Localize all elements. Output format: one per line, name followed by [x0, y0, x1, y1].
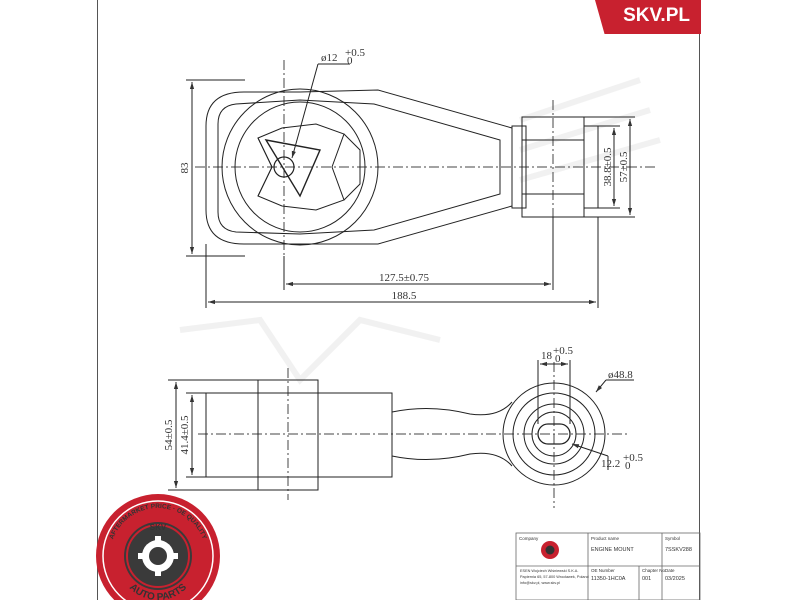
top-view	[186, 60, 655, 308]
drawing-frame	[97, 0, 700, 600]
tb-date-header: Date	[665, 568, 675, 573]
slot-tol-upper: +0.5	[553, 345, 573, 357]
tb-date: 03/2025	[665, 576, 685, 582]
quality-seal: SKV AFTERMARKET PRICE · OE QUALITY AUTO …	[96, 494, 220, 600]
bore-tol-upper: +0.5	[623, 452, 643, 464]
tb-company-header: Company	[519, 536, 539, 541]
bush-outer-label: 57±0.5	[618, 151, 630, 182]
height-label: 83	[179, 162, 191, 174]
side-block	[205, 392, 393, 478]
tb-product-header: Product name	[591, 536, 620, 541]
tb-product-name: ENGINE MOUNT	[591, 547, 634, 553]
gear-icon	[138, 536, 178, 576]
mount-ring-outer	[221, 88, 379, 246]
title-block	[515, 532, 701, 600]
tb-company-line2: Papiernia 65, 57-800 Wrocławek, Poland	[520, 575, 589, 579]
height-inner-label: 41.4±0.5	[179, 415, 191, 455]
mount-body-outline	[205, 89, 513, 245]
tb-symbol-header: Symbol	[665, 536, 680, 541]
seal-center-text: SKV	[150, 523, 167, 532]
bore-tol-lower: 0	[625, 460, 631, 472]
tb-oe-header: OE Number	[591, 568, 615, 573]
tb-oe-number: 11350-1HC0A	[591, 576, 626, 582]
tb-chapter: 001	[642, 576, 651, 582]
eye-outer	[502, 382, 606, 486]
center-distance-label: 127.5±0.75	[379, 272, 430, 284]
title-block-text: Company Product name Symbol ENGINE MOUNT…	[519, 536, 692, 585]
tb-company-line3: info@skv.pl, www.skv.pl	[520, 581, 560, 585]
tb-company-line1: ESEN Wojciech Wiśniewski S.K.A.	[520, 569, 578, 573]
hole-tol-lower: 0	[347, 55, 353, 67]
eye-slot	[537, 423, 571, 445]
mount-hole	[273, 156, 295, 178]
bush-length-label: 38.8±0.5	[602, 147, 614, 187]
side-view	[168, 360, 634, 508]
eye-diameter-label: ø48.8	[608, 369, 633, 381]
tb-symbol: 7SSKV288	[665, 547, 692, 553]
hole-diameter-label: ø12	[321, 52, 338, 64]
bore-label: 12.2	[601, 458, 620, 470]
overall-length-label: 188.5	[392, 290, 417, 302]
slot-tol-lower: 0	[555, 353, 561, 365]
tb-chapter-header: Chapter No.	[642, 568, 666, 573]
hole-tol-upper: +0.5	[345, 47, 365, 59]
slot-width-label: 18	[541, 350, 553, 362]
watermark	[179, 77, 661, 385]
brand-badge[interactable]: SKV.PL	[595, 0, 701, 34]
height-outer-label: 54±0.5	[163, 419, 175, 450]
